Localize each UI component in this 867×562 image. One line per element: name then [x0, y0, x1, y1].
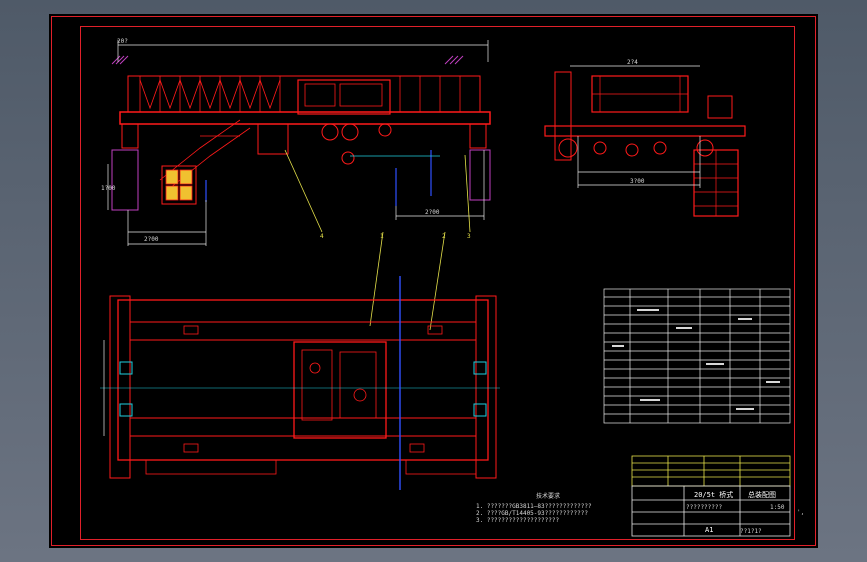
sheet-border-outer	[51, 16, 816, 546]
callout-leaders	[284, 149, 471, 331]
dim-right-width: 3?00	[630, 178, 645, 185]
corner-mark: ',	[797, 509, 804, 516]
side-elevation-view: 2?4 3?00	[544, 59, 746, 217]
sheet-size: A1	[705, 526, 713, 534]
sheet-mark: ??1?1?	[740, 528, 762, 535]
callout-1: 1	[380, 233, 384, 240]
dim-bottom-left: 2?00	[144, 236, 159, 243]
drawing-number: 总装配图	[748, 490, 776, 499]
dim-left-height: 1?00	[101, 185, 116, 192]
title-main: 20/5t 桥式	[694, 490, 733, 499]
title-block: 20/5t 桥式 ?????????? 总装配图 1:50 A1 ??1?1? …	[631, 455, 804, 537]
scale-value: 1:50	[770, 504, 785, 511]
parameter-table-marks	[612, 309, 780, 410]
callout-2: 2	[442, 233, 446, 240]
plan-view	[100, 276, 500, 490]
dim-span-top: 20?	[117, 38, 128, 45]
sheet-border-inner	[80, 26, 795, 540]
dim-span-right: 2?00	[425, 209, 440, 216]
note-line-2: 2. ????GB/T14405-93????????????	[476, 510, 588, 517]
note-line-1: 1. ???????GB3811—83?????????????	[476, 503, 592, 510]
note-line-3: 3. ????????????????????	[476, 517, 559, 524]
front-elevation-view: 20?	[101, 38, 491, 246]
dim-right-top: 2?4	[627, 59, 638, 66]
title-subtitle: ??????????	[686, 504, 723, 511]
callout-3: 3	[467, 233, 471, 240]
technical-notes: 技术要求 1. ???????GB3811—83????????????? 2.…	[476, 492, 592, 524]
notes-heading: 技术要求	[536, 492, 560, 500]
drawing-sheet	[49, 14, 818, 548]
callout-4: 4	[320, 233, 324, 240]
parameter-table	[603, 288, 791, 424]
